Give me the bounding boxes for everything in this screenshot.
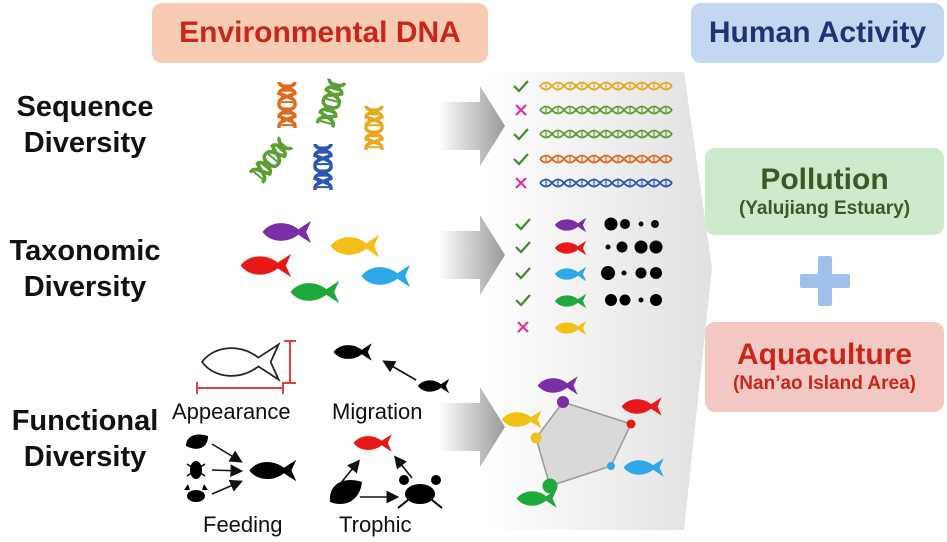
pollution-box: Pollution (Yalujiang Estuary) (705, 148, 944, 235)
row-arrow-taxonomic (438, 215, 505, 295)
dna-strand-icon (539, 178, 673, 188)
trophic-caption: Trophic (339, 512, 412, 537)
fish-icon (330, 234, 380, 258)
abundance-dots-group (601, 217, 663, 306)
aquaculture-box: Aquaculture (Nan’ao Island Area) (705, 322, 944, 412)
sequence-results-group (513, 80, 673, 189)
pollution-title: Pollution (760, 162, 889, 196)
dna-strand-icon (539, 129, 673, 139)
dna-strand-icon (539, 105, 673, 115)
taxonomic-results-group (515, 217, 587, 336)
environmental-dna-title: Environmental DNA (179, 16, 461, 49)
cross-icon (515, 177, 527, 189)
taxonomic-fish-group (240, 220, 411, 304)
row-arrow-functional (438, 387, 505, 467)
fish-icon (361, 264, 411, 288)
check-icon (513, 80, 529, 93)
check-icon (513, 128, 529, 141)
human-activity-header: Human Activity (691, 3, 944, 63)
fish-icon (290, 280, 340, 304)
dna-helix-icon (313, 143, 333, 191)
fish-icon (262, 220, 312, 244)
human-activity-title: Human Activity (708, 16, 927, 49)
dna-strand-icon (539, 154, 673, 164)
migration-icon (333, 343, 450, 394)
check-icon (513, 153, 529, 166)
sequence-diversity-label: Sequence Diversity (16, 91, 154, 159)
appearance-caption: Appearance (172, 399, 291, 424)
trophic-icon (329, 434, 443, 509)
cross-icon (517, 321, 529, 333)
feeding-icon (184, 434, 297, 502)
functional-diversity-label: Functional Diversity (11, 405, 159, 473)
check-icon (515, 218, 531, 231)
environmental-dna-header: Environmental DNA (152, 3, 488, 63)
check-icon (515, 294, 531, 307)
dna-helix-icon (364, 105, 384, 151)
trait-space-polygon (501, 376, 664, 508)
check-icon (515, 267, 531, 280)
dna-helix-icon (248, 136, 294, 184)
row-arrow-sequence (438, 86, 505, 166)
aquaculture-title: Aquaculture (736, 338, 913, 371)
dna-strand-icon (539, 81, 673, 91)
appearance-fish-outline-icon (196, 340, 296, 394)
feeding-caption: Feeding (203, 512, 283, 537)
taxonomic-diversity-label: Taxonomic Diversity (9, 235, 161, 303)
check-icon (515, 241, 531, 254)
pollution-subtitle: (Yalujiang Estuary) (738, 197, 911, 219)
plus-icon (800, 256, 850, 306)
dna-helix-icon (277, 81, 297, 129)
fish-icon (240, 253, 292, 278)
aquaculture-subtitle: (Nan’ao Island Area) (732, 373, 916, 394)
cross-icon (515, 104, 527, 116)
dna-helix-icon (315, 78, 347, 128)
migration-caption: Migration (332, 399, 423, 424)
dna-helices-group (248, 78, 384, 191)
